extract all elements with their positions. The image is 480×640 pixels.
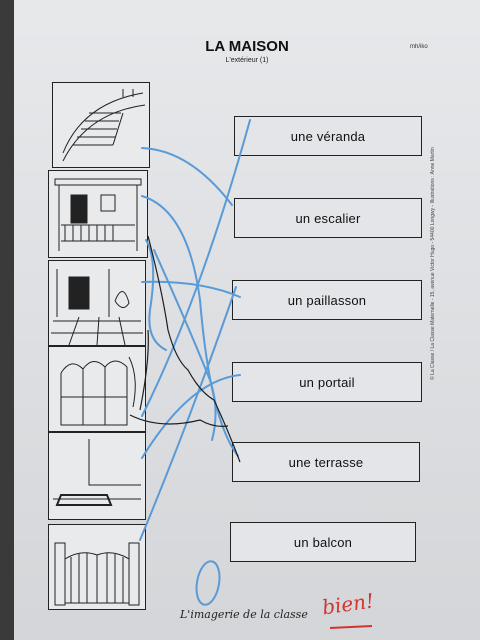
balcony-picture [48,170,148,258]
terrace-picture [48,260,146,346]
word-label: une terrasse [288,454,364,470]
staircase-picture [52,82,150,168]
worksheet-reference: mh/iko [410,44,428,50]
word-label: un portail [299,374,355,390]
worksheet-subtitle: L'extérieur (1) [225,57,269,64]
veranda-picture [48,346,146,432]
word-label: une véranda [290,128,366,144]
word-box-veranda[interactable]: une véranda [234,116,422,156]
word-box-portail[interactable]: un portail [232,362,422,402]
word-label: un escalier [295,210,361,226]
gate-picture [48,524,146,610]
word-box-paillasson[interactable]: un paillasson [232,280,422,320]
publisher-note: © La Classe / La Classe Maternelle - 15,… [430,147,436,380]
doormat-picture [48,432,146,520]
word-box-balcon[interactable]: un balcon [230,522,416,562]
worksheet-title: LA MAISON [205,38,289,55]
word-box-escalier[interactable]: un escalier [234,198,422,238]
word-label: un paillasson [287,292,367,308]
word-label: un balcon [293,534,353,550]
footer-brand: L'imagerie de la classe [180,608,308,621]
word-box-terrasse[interactable]: une terrasse [232,442,420,482]
